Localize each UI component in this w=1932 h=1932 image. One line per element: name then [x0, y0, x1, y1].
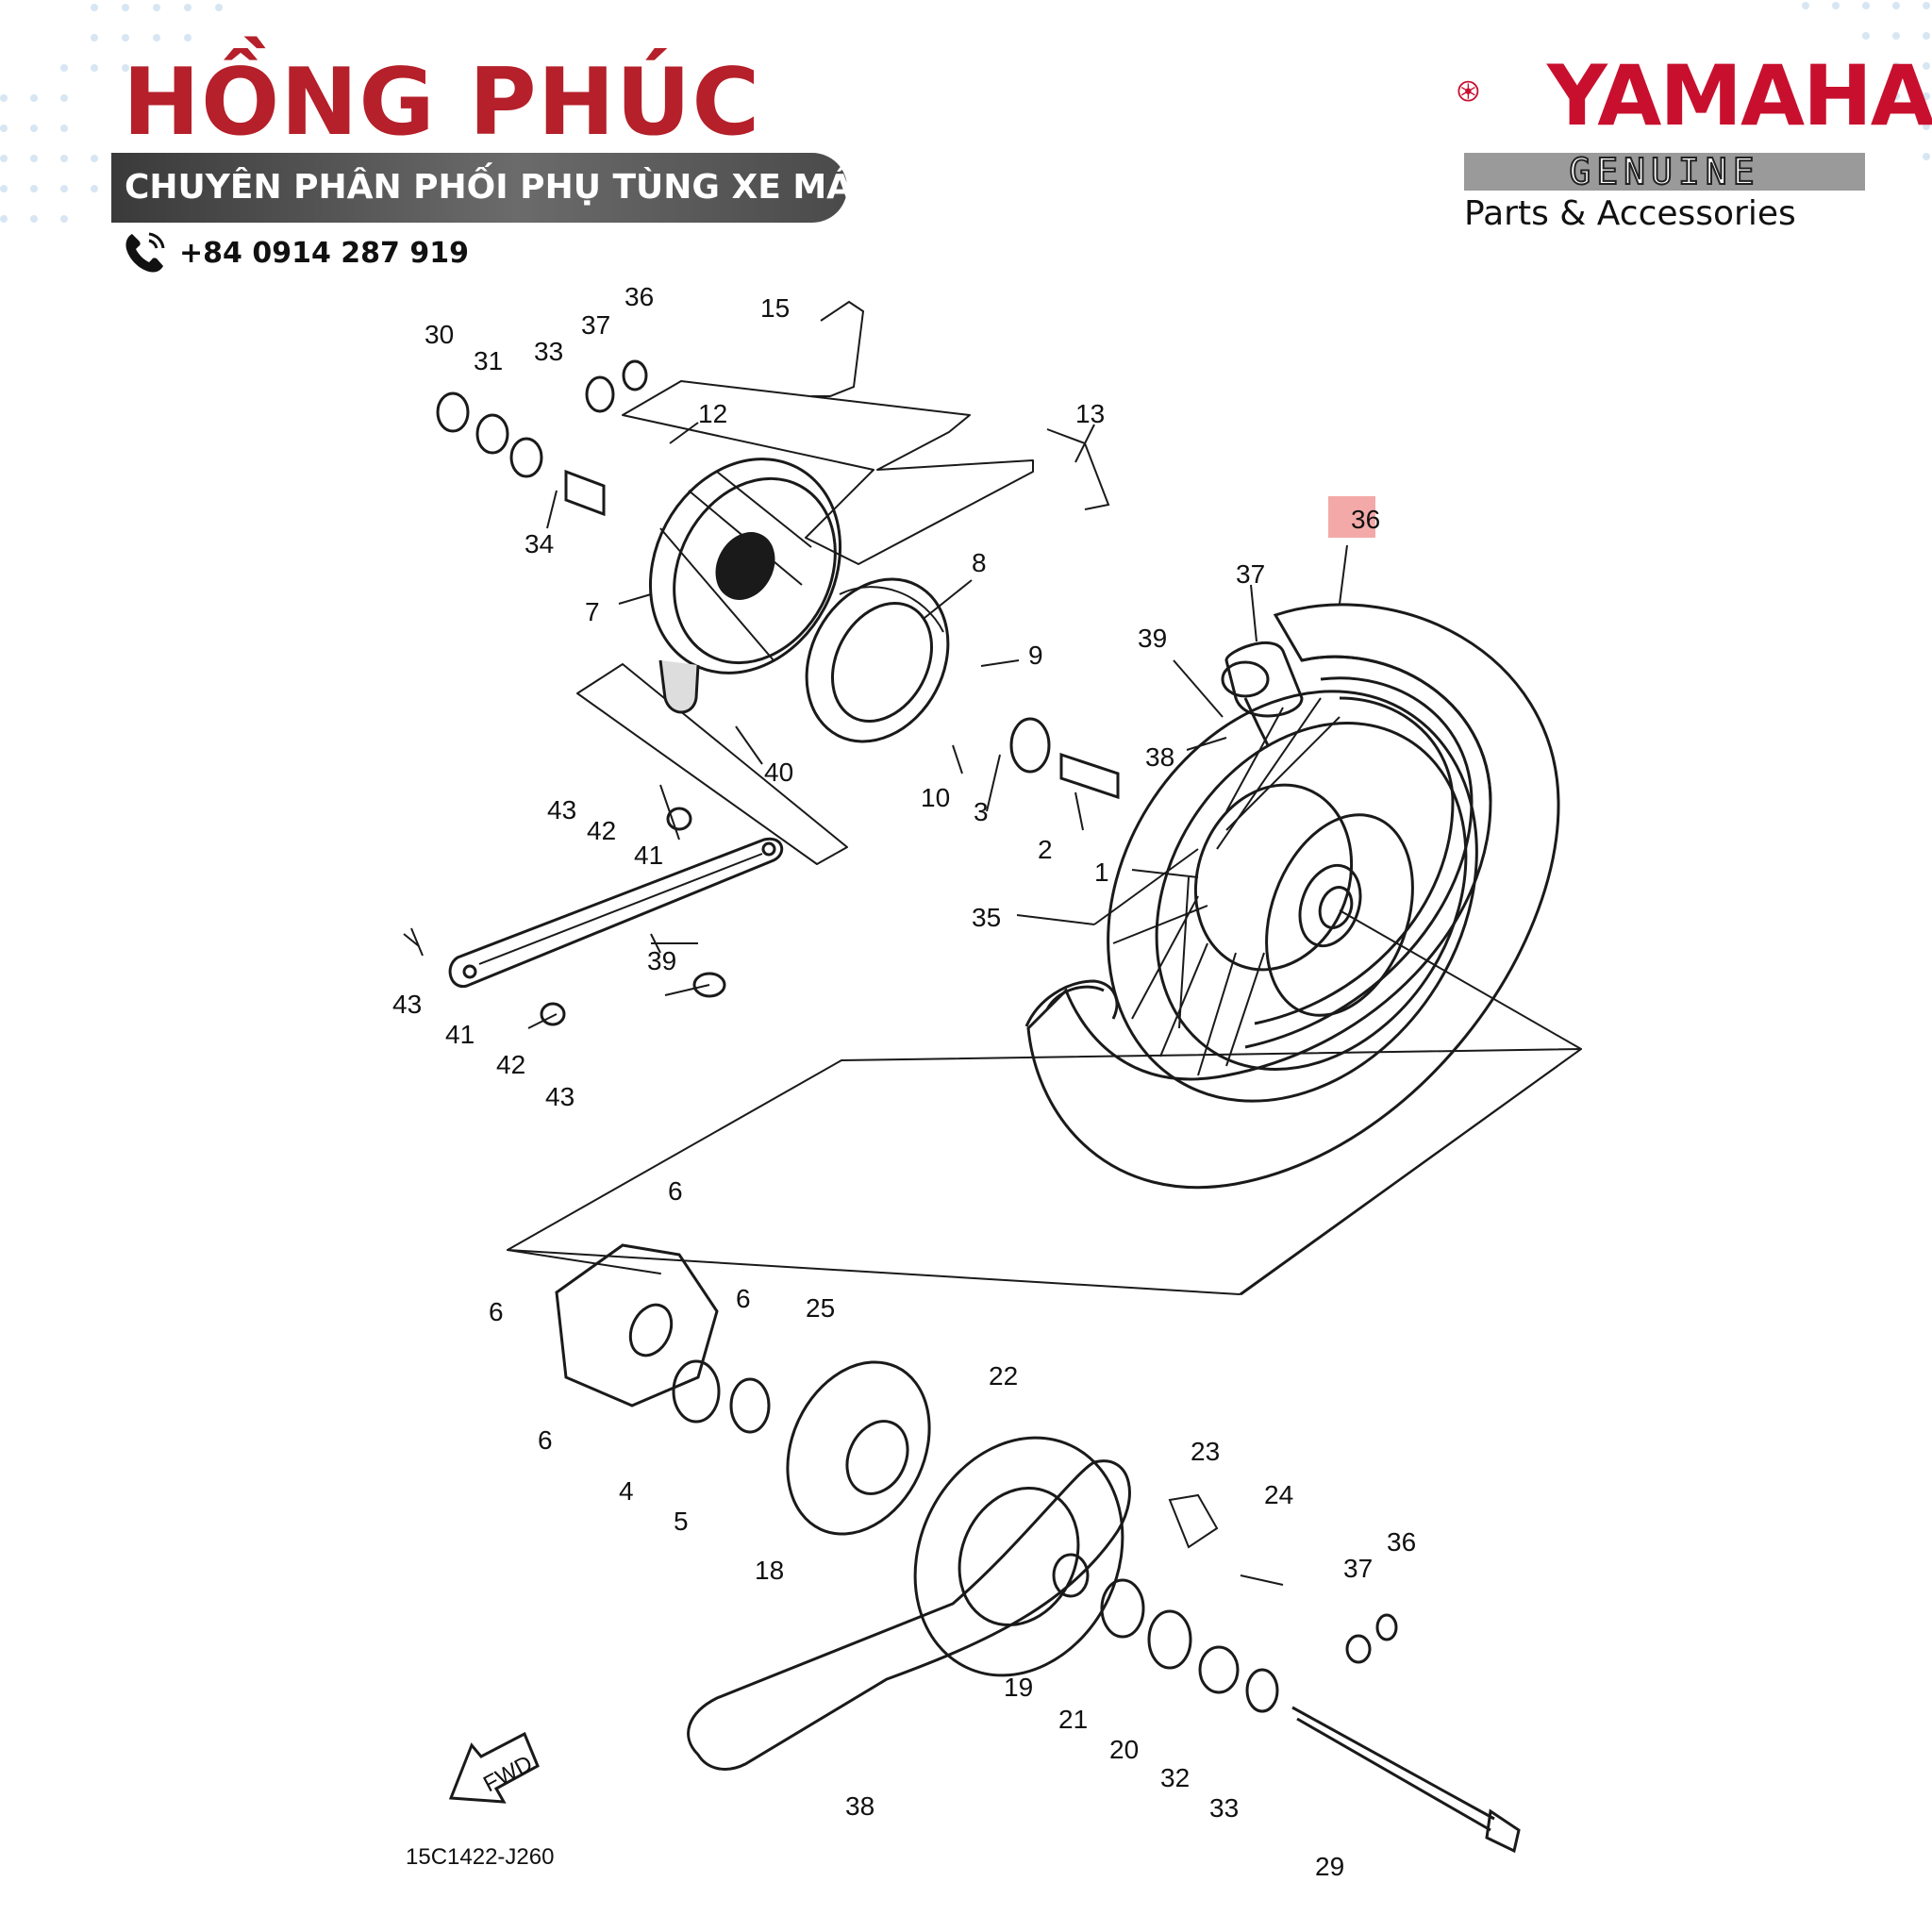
callout-32[interactable]: 32	[1160, 1763, 1190, 1792]
callout-10[interactable]: 10	[921, 783, 950, 812]
callout-15[interactable]: 15	[760, 293, 790, 323]
callout-16[interactable]: 18	[755, 1556, 784, 1585]
rear-wheel-assembly	[1024, 603, 1582, 1190]
callout-38[interactable]: 39	[647, 946, 676, 975]
callout-41-bottom[interactable]: 42	[496, 1050, 525, 1079]
shop-brand-title: HỒNG PHÚC	[123, 49, 761, 157]
callout-37[interactable]: 38	[845, 1791, 874, 1821]
callout-42-bottom[interactable]: 43	[545, 1082, 575, 1111]
yamaha-emblem-icon	[1457, 80, 1479, 102]
callout-30[interactable]: 30	[425, 320, 454, 349]
callout-17[interactable]: 19	[1004, 1673, 1033, 1702]
callout-43[interactable]: 43	[392, 990, 422, 1019]
callout-6-bottom[interactable]: 6	[538, 1425, 553, 1455]
dot-pattern-left	[0, 4, 223, 223]
callout-6-right[interactable]: 6	[736, 1284, 751, 1313]
callout-29[interactable]: 29	[1315, 1852, 1344, 1881]
callout-6-top[interactable]: 6	[668, 1176, 683, 1206]
phone-contact[interactable]: +84 0914 287 919	[121, 230, 469, 275]
callout-3[interactable]: 3	[974, 797, 989, 826]
callout-26[interactable]: 37	[1236, 559, 1265, 589]
callout-33[interactable]: 34	[525, 529, 554, 558]
shop-tagline: CHUYÊN PHÂN PHỐI PHỤ TÙNG XE MÁY	[111, 153, 874, 223]
wheel-damper	[555, 1243, 719, 1407]
callout-20[interactable]: 22	[989, 1361, 1018, 1391]
callout-labels: 36 37 39 38 35 1 2 3 10 9 8 13 40 7 34 1…	[392, 282, 1416, 1881]
phone-icon	[125, 232, 165, 273]
genuine-label: GENUINE	[1568, 151, 1760, 192]
callout-6-left[interactable]: 6	[489, 1297, 504, 1326]
callout-25[interactable]: 36	[1351, 505, 1380, 534]
dot-pattern-right	[1802, 2, 1930, 160]
genuine-bar: GENUINE	[1464, 153, 1865, 191]
torque-rod	[448, 837, 784, 989]
callout-22[interactable]: 24	[1264, 1480, 1293, 1509]
callout-21[interactable]: 23	[1191, 1437, 1220, 1466]
callout-19[interactable]: 21	[1058, 1705, 1088, 1734]
brake-shoes	[805, 577, 950, 743]
hardware-items	[403, 300, 1398, 1713]
callout-12[interactable]: 12	[698, 399, 727, 428]
callout-27[interactable]: 38	[1145, 742, 1174, 772]
callout-7[interactable]: 7	[585, 597, 600, 626]
callout-5[interactable]: 5	[674, 1507, 689, 1536]
parts-accessories-label: Parts & Accessories	[1464, 194, 1796, 233]
clutch-hub	[786, 1360, 931, 1536]
callout-2[interactable]: 2	[1038, 835, 1053, 864]
callout-28[interactable]: 39	[1138, 624, 1167, 653]
callout-4[interactable]: 4	[619, 1476, 634, 1506]
fwd-arrow-icon	[448, 1731, 540, 1804]
callout-8[interactable]: 8	[972, 548, 987, 577]
callout-40-top[interactable]: 41	[634, 841, 663, 870]
callout-36-top[interactable]: 37	[581, 310, 610, 340]
callout-1[interactable]: 1	[1094, 858, 1109, 887]
callout-35-bottom[interactable]: 36	[1387, 1527, 1416, 1557]
callout-13[interactable]: 13	[1075, 399, 1105, 428]
drive-chain	[687, 1436, 1131, 1771]
brake-panel	[648, 458, 842, 714]
callout-34-bottom[interactable]: 33	[1209, 1793, 1239, 1823]
callout-24[interactable]: 35	[972, 903, 1001, 932]
frame-rod-group	[576, 663, 848, 865]
callout-9[interactable]: 9	[1028, 641, 1043, 670]
callout-36-bottom[interactable]: 37	[1343, 1554, 1373, 1583]
frame-brake-group	[622, 380, 1034, 565]
callout-39[interactable]: 40	[764, 758, 793, 787]
phone-number: +84 0914 287 919	[179, 236, 469, 270]
callout-18[interactable]: 20	[1109, 1735, 1139, 1764]
wheel-axle	[1291, 1706, 1521, 1854]
yamaha-wordmark: YAMAHA	[1547, 47, 1932, 144]
highlight-part-25	[1328, 496, 1375, 538]
diagram-reference-code: 15C1422-J260	[406, 1844, 554, 1870]
callout-23[interactable]: 25	[806, 1293, 835, 1323]
callout-35-top[interactable]: 36	[625, 282, 654, 311]
callout-31[interactable]: 31	[474, 346, 503, 375]
callout-41-top[interactable]: 42	[587, 816, 616, 845]
callout-42-top[interactable]: 43	[547, 795, 576, 824]
callout-40-bottom[interactable]: 41	[445, 1020, 475, 1049]
callout-34-top[interactable]: 33	[534, 337, 563, 366]
